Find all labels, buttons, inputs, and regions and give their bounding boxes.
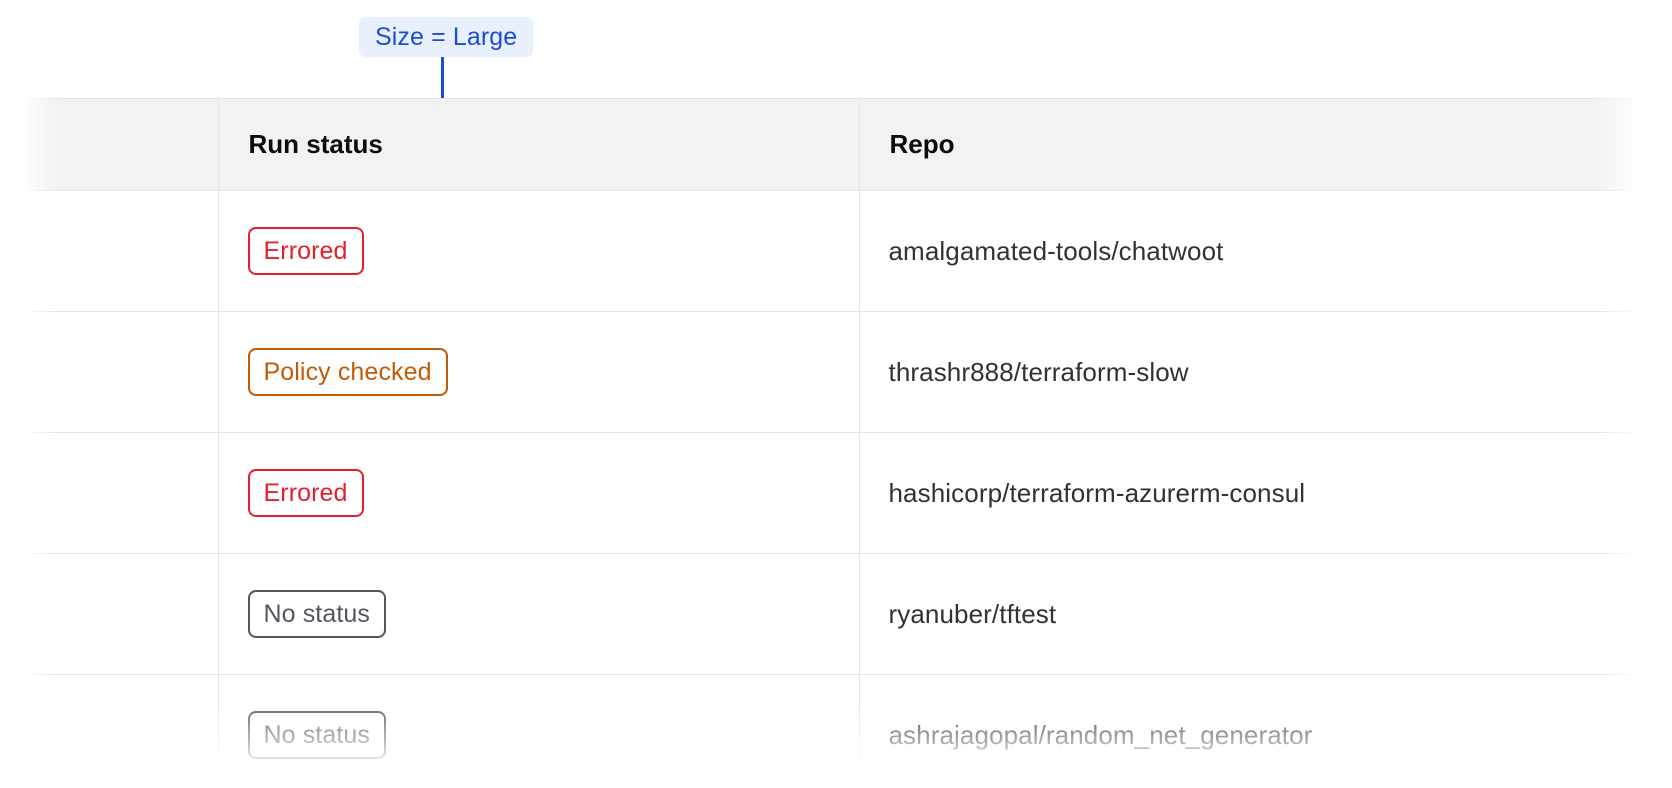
annotation-callout-label: Size = Large (375, 22, 518, 51)
row-select-cell[interactable] (0, 553, 218, 675)
row-repo-cell: hashicorp/terraform-azurerm-consul (858, 432, 1672, 554)
status-badge: Errored (247, 469, 364, 517)
repo-name: hashicorp/terraform-azurerm-consul (888, 477, 1306, 508)
repo-name: ashrajagopal/random_net_generator (888, 719, 1313, 750)
repo-name: thrashr888/terraform-slow (888, 356, 1189, 387)
column-header-repo[interactable]: Repo (858, 98, 1672, 191)
table-row[interactable]: Errored amalgamated-tools/chatwoot (0, 190, 1672, 312)
table-row[interactable]: Policy checked thrashr888/terraform-slow (0, 311, 1672, 433)
column-header-select[interactable] (0, 98, 218, 191)
header-row: Run status Repo (0, 98, 1672, 191)
table-row[interactable]: Errored hashicorp/terraform-azurerm-cons… (0, 432, 1672, 554)
row-repo-cell: amalgamated-tools/chatwoot (858, 190, 1672, 312)
row-repo-cell: ryanuber/tftest (858, 553, 1672, 675)
column-header-run-status[interactable]: Run status (217, 98, 859, 191)
row-run-status-cell: No status (217, 553, 859, 675)
row-select-cell[interactable] (0, 432, 218, 554)
row-run-status-cell: No status (217, 674, 859, 788)
row-run-status-cell: Errored (217, 432, 859, 554)
runs-table-header: Run status Repo (0, 98, 1672, 191)
table-row[interactable]: No status ryanuber/tftest (0, 553, 1672, 675)
status-badge: No status (247, 590, 387, 638)
row-repo-cell: thrashr888/terraform-slow (858, 311, 1672, 433)
annotation-callout-size-large: Size = Large (359, 17, 534, 57)
status-badge: Policy checked (247, 348, 448, 396)
row-run-status-cell: Errored (217, 190, 859, 312)
row-select-cell[interactable] (0, 311, 218, 433)
runs-table-container: Run status Repo Errored amalgamated-tool… (0, 98, 1672, 788)
repo-name: ryanuber/tftest (888, 598, 1057, 629)
runs-table: Run status Repo Errored amalgamated-tool… (0, 98, 1672, 788)
status-badge: No status (247, 711, 387, 759)
row-select-cell[interactable] (0, 190, 218, 312)
row-repo-cell: ashrajagopal/random_net_generator (858, 674, 1672, 788)
status-badge: Errored (247, 227, 364, 275)
runs-table-body: Errored amalgamated-tools/chatwoot Polic… (0, 190, 1672, 788)
table-row[interactable]: No status ashrajagopal/random_net_genera… (0, 674, 1672, 788)
row-select-cell[interactable] (0, 674, 218, 788)
repo-name: amalgamated-tools/chatwoot (888, 235, 1224, 266)
row-run-status-cell: Policy checked (217, 311, 859, 433)
